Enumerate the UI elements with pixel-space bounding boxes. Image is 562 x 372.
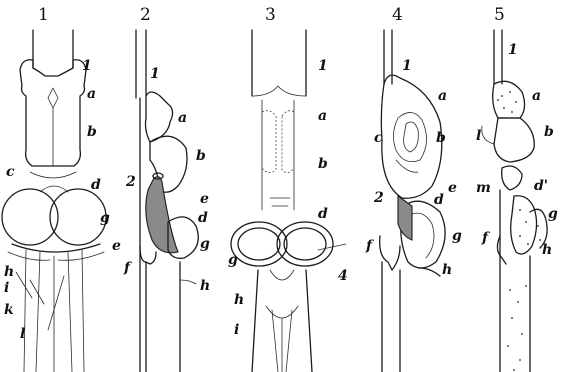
fig5-label-l: l [476,128,481,144]
fig1-label-c: c [6,164,15,180]
fig2-label-f: f [123,260,133,276]
fig5-label-f: f [481,230,491,246]
fig2-lobe-a [146,92,173,142]
fig1-leader-lines [16,272,64,330]
fig2-label-h: h [200,278,210,294]
fig5-label-d-prime: d' [534,178,548,194]
fig2-lobe-f [140,246,156,264]
figure-1-number: 1 [38,5,49,25]
fig3-label-1: 1 [318,58,328,74]
fig1-label-e: e [112,238,121,254]
fig5-lobe-b [494,118,534,162]
fig4-lobe-c-inner [404,122,419,152]
fig5-medulla [500,190,530,372]
figure-2-number: 2 [140,5,151,25]
fig5-lobe-l [482,126,494,144]
figure-4-number: 4 [392,5,403,25]
fig3-h-notch [270,270,294,280]
fig3-lobe-b-dashed [262,111,294,173]
fig3-optic-lobe-left-inner [238,228,280,260]
fig5-label-g: g [548,206,558,222]
figure-5-number: 5 [494,5,505,25]
fig2-label-b: b [196,148,206,164]
fig3-label-g: g [228,252,238,268]
fig4-label-1: 1 [402,58,412,74]
fig5-cord-top [494,30,502,84]
fig5-lobe-a-stipple [497,91,517,113]
fig4-label-a: a [438,88,447,104]
fig4-d-line [396,160,418,172]
fig5-lobe-g [511,196,537,254]
fig1-label-i: i [4,280,9,296]
figure-2: 2 1 a b 2 e d g f h [123,5,210,372]
fig5-label-b: b [544,124,554,140]
fig4-label-b: b [436,130,446,146]
fig5-lobe-m [502,166,522,190]
fig2-cord-top [136,30,146,98]
fig1-label-d: d [91,177,101,193]
fig4-label-e: e [448,180,457,196]
fig4-lobe-ab [381,75,441,198]
fig5-label-h: h [542,242,552,258]
fig2-label-a: a [178,110,187,126]
fig3-label-d: d [318,206,328,222]
fig1-c-line [30,172,76,178]
fig1-label-g: g [100,210,110,226]
fig2-label-1: 1 [150,66,160,82]
fig4-lobe-c [393,112,426,161]
fig2-label-e: e [200,191,209,207]
fig1-label-b: b [87,124,97,140]
fig2-label-g: g [200,236,210,252]
fig1-label-k: k [4,302,14,318]
fig2-label-d: d [198,210,208,226]
fig4-label-h: h [442,262,452,278]
fig1-label-h: h [4,264,14,280]
fig2-h-line [180,280,196,284]
fig5-label-a: a [532,88,541,104]
fig2-stalk-2 [146,177,178,253]
figure-1: 1 1 a b c d g e h i k l [2,5,121,372]
fig3-label-h: h [234,292,244,308]
fig5-medulla-stipple [507,285,527,371]
figure-4: 4 1 a c b e d 2 g f h [365,5,462,372]
fig4-medulla [382,262,440,372]
fig1-label-a: a [87,86,96,102]
fig4-label-c: c [374,130,383,146]
figure-5: 5 1 a l b m d' g f [476,5,558,372]
fig3-midline [270,198,290,206]
fig1-lobe-bridge [40,186,68,192]
fig3-medulla-inner [266,306,298,372]
fig4-lobe-g-inner [412,213,434,258]
fig4-label-f: f [365,238,375,254]
fig5-lobe-f [497,236,506,264]
fig1-midline [48,88,58,166]
fig2-label-2: 2 [125,174,136,190]
fig3-outline [252,86,306,210]
fig4-lobe-f [380,236,400,270]
fig3-label-i: i [234,322,239,338]
fig1-nerve-roots [8,252,104,260]
fig3-cord-top [252,30,306,96]
figure-3-number: 3 [265,5,276,25]
fig4-label-2: 2 [373,190,384,206]
fig4-label-d: d [434,192,444,208]
fig4-label-g: g [452,228,462,244]
fig3-label-b: b [318,156,328,172]
figure-3: 3 1 a b d g 4 h i [228,5,348,372]
fig1-cord-top [33,30,73,68]
fig5-label-1: 1 [508,42,518,58]
fig3-label-a: a [318,108,327,124]
fig5-label-m: m [476,180,491,196]
fig3-label-4: 4 [338,268,348,284]
fig5-lobe-g-stipple [519,209,541,245]
fig1-label-1: 1 [82,58,92,74]
fig3-optic-lobe-right-inner [284,228,326,260]
fig1-label-l: l [20,326,25,342]
